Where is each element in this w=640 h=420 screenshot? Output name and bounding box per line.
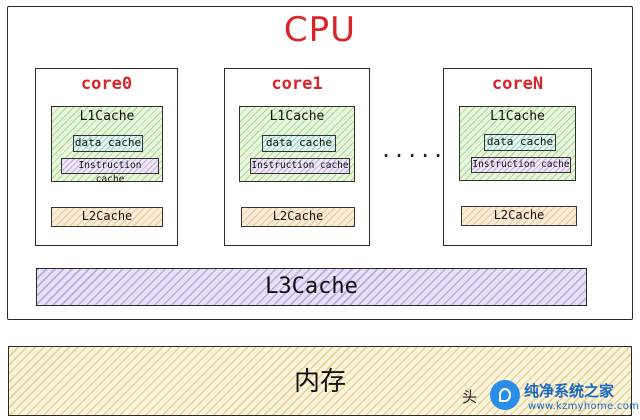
watermark-site-name: 纯净系统之家 bbox=[524, 382, 615, 400]
cpu-title: CPU bbox=[283, 10, 357, 50]
l3-cache-box: L3Cache bbox=[36, 268, 587, 306]
instruction-cache-box: Instruction cache bbox=[471, 157, 571, 173]
instruction-cache-box: Instruction cache bbox=[61, 158, 159, 185]
data-cache-box: data cache bbox=[73, 135, 143, 152]
l1-cache-label: L1Cache bbox=[269, 109, 325, 124]
watermark-prefix: 头 bbox=[462, 388, 478, 406]
core-title: core0 bbox=[80, 74, 133, 94]
l2-cache-box: L2Cache bbox=[241, 207, 355, 227]
memory-box: 内存 bbox=[8, 346, 632, 416]
core-0: core0 L1Cache data cache Instruction cac… bbox=[35, 68, 178, 246]
l1-cache-label: L1Cache bbox=[79, 109, 135, 124]
data-cache-box: data cache bbox=[484, 134, 556, 151]
watermark-logo-icon bbox=[490, 380, 520, 410]
l2-cache-box: L2Cache bbox=[51, 207, 163, 227]
core-title: coreN bbox=[491, 74, 544, 94]
watermark-url: www.kzmyhome.com bbox=[528, 401, 640, 412]
cpu-box bbox=[7, 6, 633, 320]
l2-cache-box: L2Cache bbox=[461, 206, 577, 226]
core-n: coreN L1Cache data cache Instruction cac… bbox=[443, 68, 592, 246]
l1-cache-box: L1Cache data cache Instruction cache bbox=[239, 106, 355, 182]
instruction-cache-box: Instruction cache bbox=[250, 158, 350, 174]
l1-cache-label: L1Cache bbox=[490, 109, 545, 124]
core-1: core1 L1Cache data cache Instruction cac… bbox=[224, 68, 370, 246]
data-cache-box: data cache bbox=[262, 135, 336, 152]
l1-cache-box: L1Cache data cache Instruction cache bbox=[459, 106, 576, 181]
core-title: core1 bbox=[271, 74, 323, 94]
l1-cache-box: L1Cache data cache Instruction cache bbox=[51, 106, 163, 185]
